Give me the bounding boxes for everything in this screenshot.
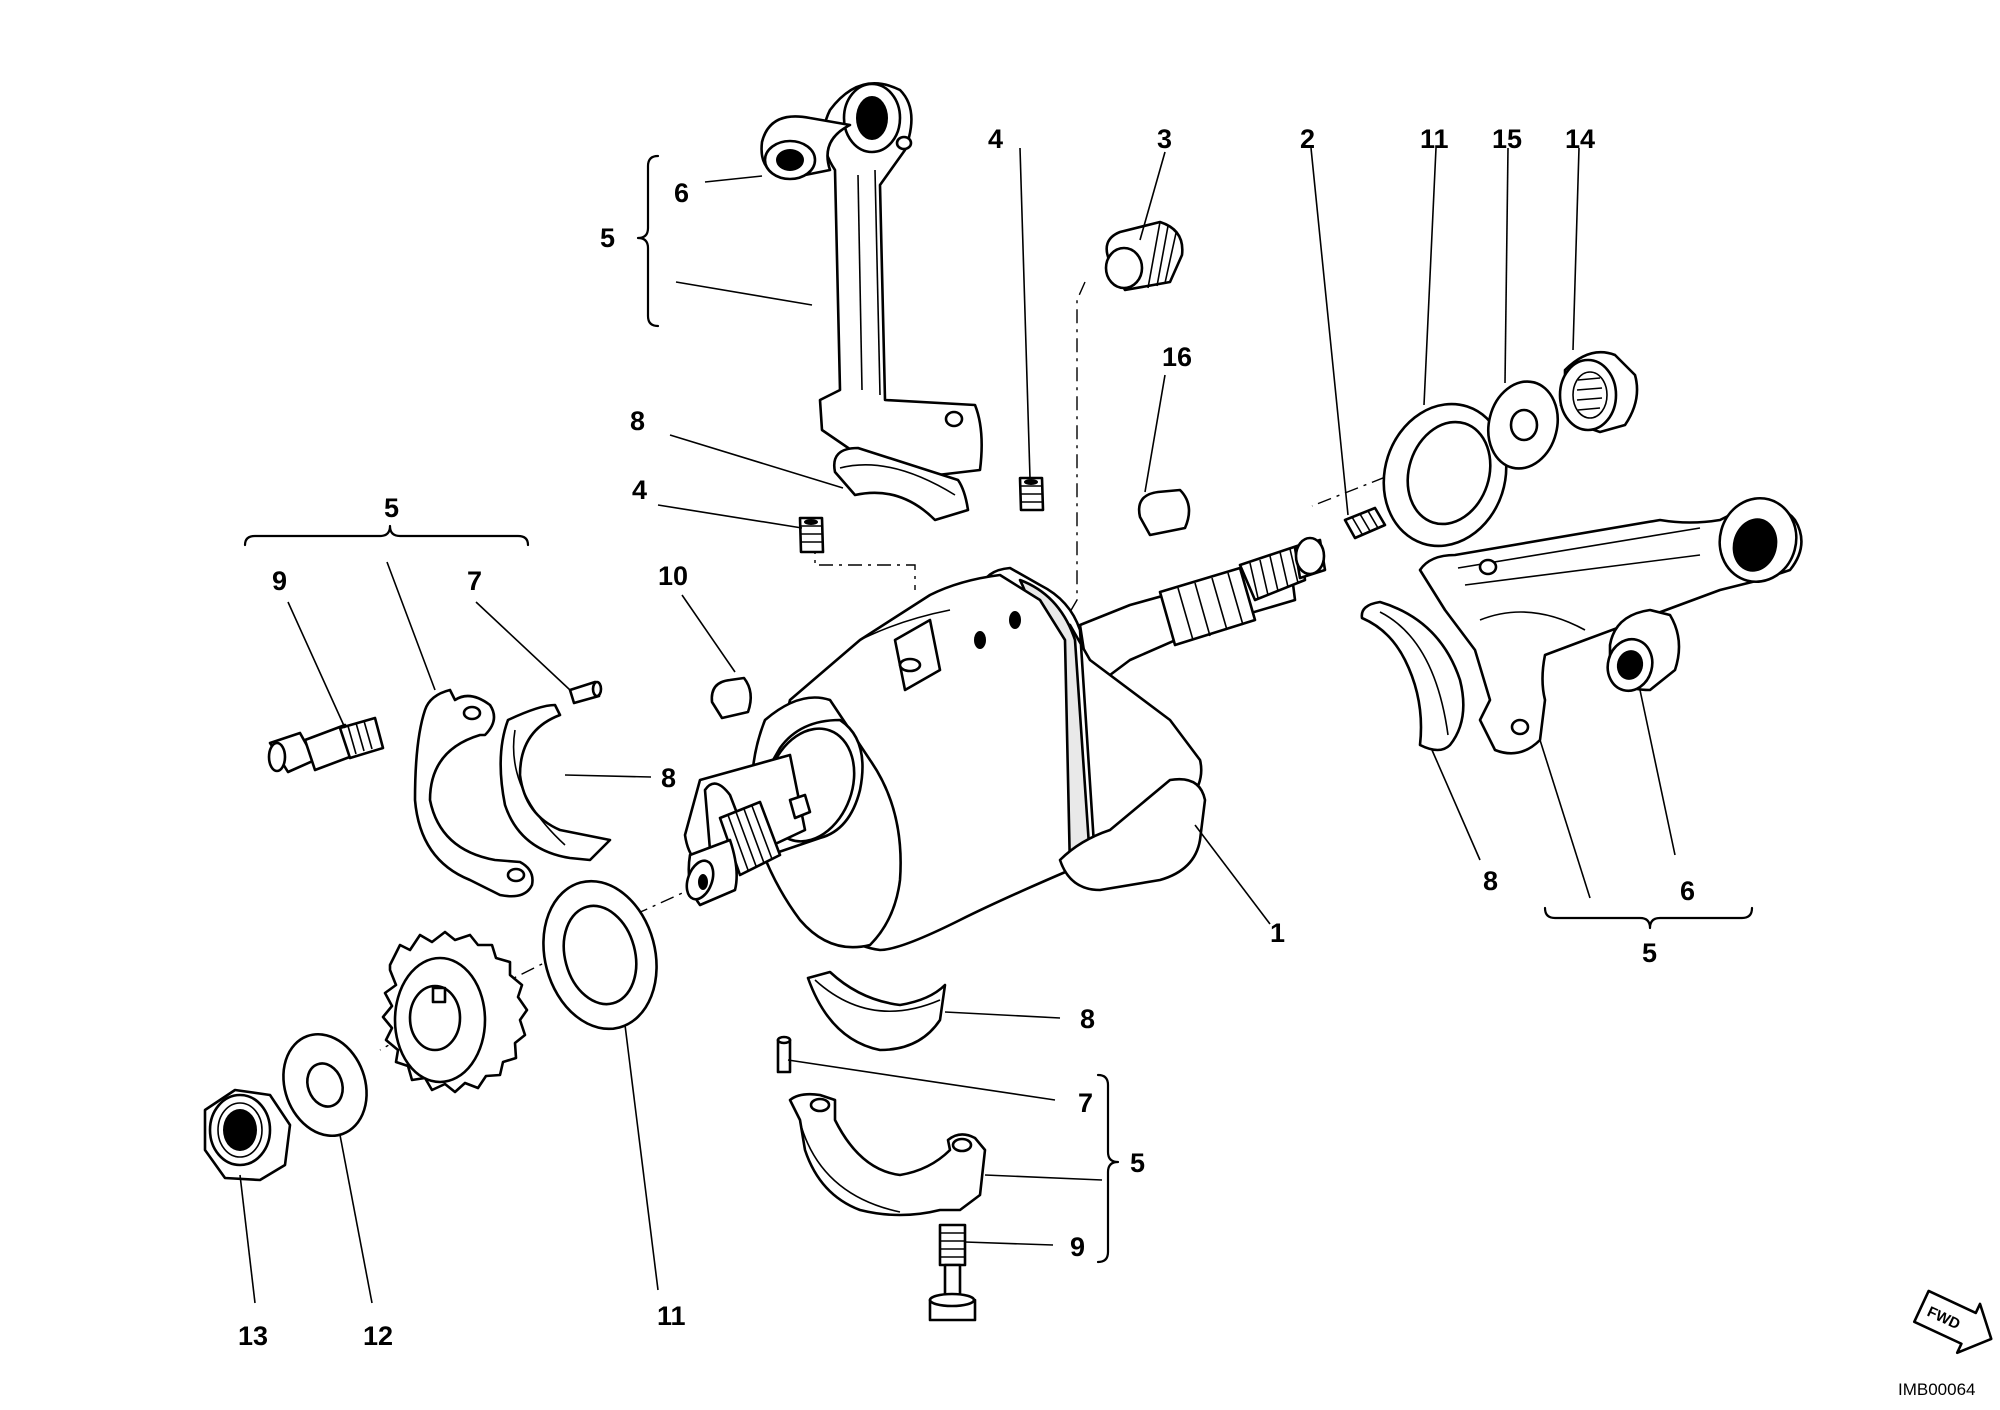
washer-12: [282, 1032, 368, 1138]
leader-lines: [239, 147, 1676, 1304]
callout-11-right: 11: [1420, 124, 1449, 154]
callout-15: 15: [1492, 124, 1522, 154]
callout-labels: 6 5 8 4 4 3 16 2 11 15 14 10 5 9 7 8 1 8…: [238, 124, 1695, 1351]
callout-3: 3: [1157, 124, 1172, 154]
plug-3: [1104, 220, 1184, 292]
callout-8-right: 8: [1483, 866, 1498, 896]
small-end-bush-right: [1606, 608, 1681, 693]
crankshaft: [683, 536, 1327, 952]
thrust-washer-right: [1382, 402, 1508, 548]
callout-9-bottom: 9: [1070, 1232, 1085, 1262]
bearing-shell-left: [499, 703, 612, 862]
group-braces: [243, 154, 1754, 1264]
callout-10: 10: [658, 561, 688, 591]
grub-screw-4-right: [1018, 476, 1045, 512]
callout-6-right: 6: [1680, 876, 1695, 906]
callout-14: 14: [1565, 124, 1595, 154]
bolt-9-left: [267, 716, 385, 774]
callout-9-left: 9: [272, 566, 287, 596]
callout-4-left: 4: [632, 475, 647, 505]
callout-11-left: 11: [657, 1301, 686, 1331]
nut-14: [1558, 350, 1639, 434]
callout-5-right: 5: [1642, 938, 1657, 968]
bearing-shell-top: [832, 446, 970, 522]
callout-5-left: 5: [384, 493, 399, 523]
connecting-rod-top: [760, 82, 983, 482]
nut-13: [203, 1088, 292, 1182]
grub-screw-2: [1343, 506, 1387, 540]
bearing-shell-bottom: [806, 970, 947, 1052]
reference-code: IMB00064: [1898, 1380, 1976, 1399]
washer-15: [1487, 380, 1559, 470]
callout-4-right: 4: [988, 124, 1003, 154]
woodruff-key-10: [710, 676, 753, 720]
callout-8-top: 8: [630, 406, 645, 436]
brace-right: [1543, 906, 1754, 930]
brace-left: [243, 524, 530, 547]
callout-7-bottom: 7: [1078, 1088, 1093, 1118]
callout-6-top: 6: [674, 178, 689, 208]
callout-5-bottom: 5: [1130, 1148, 1145, 1178]
callout-16: 16: [1162, 342, 1192, 372]
bolt-9-bottom: [928, 1223, 977, 1322]
callout-8-bottom: 8: [1080, 1004, 1095, 1034]
connecting-rod-right: [1418, 496, 1803, 755]
bearing-cap-bottom: [788, 1092, 987, 1217]
brace-bottom: [1096, 1073, 1120, 1264]
timing-gear: [381, 930, 529, 1094]
brace-top-left: [636, 154, 660, 328]
callout-12: 12: [363, 1321, 393, 1351]
callout-13: 13: [238, 1321, 268, 1351]
bearing-cap-left: [413, 688, 534, 898]
callout-2: 2: [1300, 124, 1315, 154]
callout-1: 1: [1270, 918, 1285, 948]
thrust-washer-left: [542, 879, 658, 1031]
woodruff-key-16: [1137, 488, 1191, 537]
callout-7-left: 7: [467, 566, 482, 596]
callout-5-top: 5: [600, 223, 615, 253]
dowel-7-bottom: [776, 1035, 792, 1074]
callout-8-left: 8: [661, 763, 676, 793]
bearing-shell-right: [1360, 600, 1465, 752]
direction-arrow-icon: FWD: [1912, 1289, 1993, 1355]
grub-screw-4-left: [798, 516, 825, 554]
dowel-7-left: [568, 680, 603, 705]
